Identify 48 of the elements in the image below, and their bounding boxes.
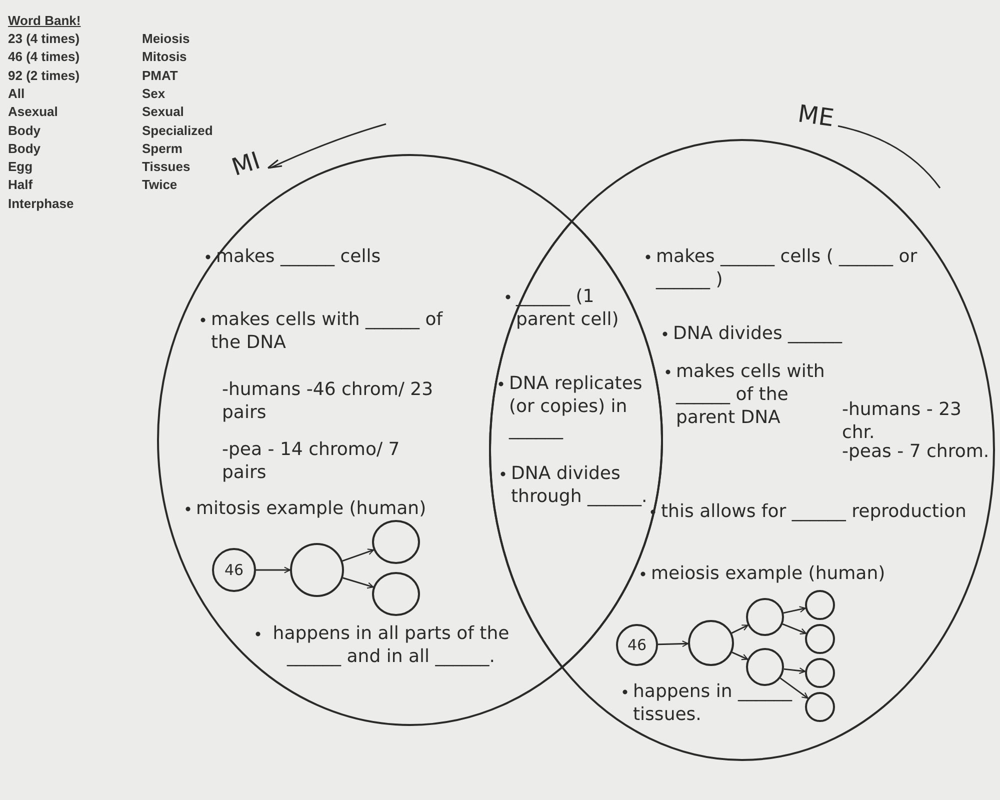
word-bank-item: Half	[8, 176, 33, 194]
word-bank-item: Sexual	[142, 103, 184, 122]
word-bank-item: Egg	[8, 158, 33, 176]
arrow	[780, 678, 808, 699]
word-bank-heading: Word Bank!	[8, 12, 81, 30]
word-bank-item: Tissues	[142, 158, 190, 176]
sub-point-text: -peas - 7 chrom.	[842, 440, 990, 463]
word-bank-item: Mitosis	[142, 48, 187, 66]
word-bank-item: 92 (2 times)	[8, 66, 80, 85]
arrow	[732, 652, 748, 660]
circle-heading: ME	[796, 100, 836, 132]
cell-circle	[372, 520, 420, 564]
word-bank-item: Body	[8, 140, 40, 158]
word-bank-item: Meiosis	[142, 30, 190, 48]
word-bank-item: All	[8, 84, 25, 103]
cell-circle	[746, 598, 784, 636]
sub-point-text: -humans -46 chrom/ 23 pairs	[222, 378, 434, 424]
arrow	[658, 640, 689, 648]
arrow	[731, 624, 748, 634]
arrow	[784, 667, 806, 674]
cell-circle	[805, 590, 835, 620]
cell-circle	[746, 648, 784, 686]
cell-circle	[805, 624, 835, 654]
arrow	[342, 577, 374, 589]
cell-circle	[805, 692, 835, 722]
cell-circle	[805, 658, 835, 688]
cell-circle	[688, 620, 734, 666]
word-bank-item: Specialized	[142, 122, 213, 140]
word-bank-item: Asexual	[8, 103, 58, 122]
word-bank-item: PMAT	[142, 66, 178, 85]
arrow	[783, 606, 806, 614]
sub-point-text: -pea - 14 chromo/ 7 pairs	[222, 438, 401, 484]
word-bank-item: 23 (4 times)	[8, 30, 80, 48]
word-bank-item: Body	[8, 122, 40, 140]
word-bank-item: Interphase	[8, 194, 74, 213]
arrow	[782, 623, 807, 634]
cell-circle	[372, 572, 420, 616]
word-bank-item: Twice	[142, 176, 178, 194]
word-bank-item: 46 (4 times)	[8, 48, 80, 66]
circle-heading: MI	[228, 146, 264, 182]
sub-point-text: -humans - 23 chr.	[842, 398, 963, 443]
word-bank-item: Sex	[142, 84, 166, 103]
arrow	[256, 566, 291, 574]
word-bank-item: Sperm	[142, 140, 182, 158]
cell-circle: 46	[212, 548, 256, 592]
arrow	[342, 548, 374, 562]
cell-circle: 46	[616, 624, 658, 666]
cell-circle	[290, 543, 344, 597]
